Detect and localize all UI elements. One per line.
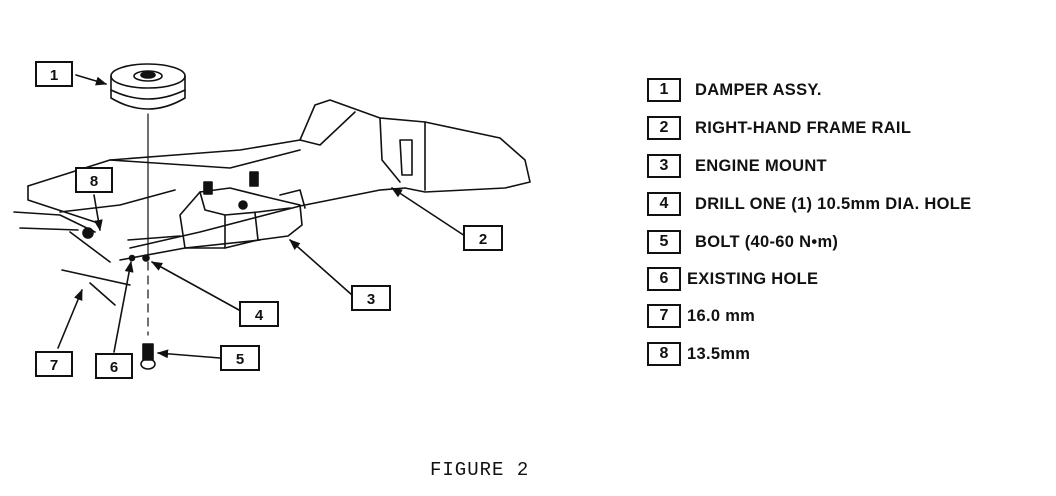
legend-number: 5 <box>647 230 681 254</box>
legend-number: 7 <box>647 304 681 328</box>
callout-5: 5 <box>236 351 244 368</box>
legend-text: 16.0 mm <box>687 306 756 325</box>
legend-text: RIGHT-HAND FRAME RAIL <box>695 118 912 137</box>
legend-item-6: 6 EXISTING HOLE <box>647 265 818 293</box>
callout-3: 3 <box>367 291 375 308</box>
callout-6: 6 <box>110 359 118 376</box>
legend-number: 2 <box>647 116 681 140</box>
legend-number: 8 <box>647 342 681 366</box>
legend-item-8: 8 13.5mm <box>647 340 750 368</box>
legend-text: 13.5mm <box>687 344 751 363</box>
legend-number: 3 <box>647 154 681 178</box>
legend-item-5: 5 BOLT (40-60 N•m) <box>647 228 838 256</box>
legend-text: BOLT (40-60 N•m) <box>695 232 839 251</box>
callout-1: 1 <box>50 67 58 84</box>
callout-8: 8 <box>90 173 98 190</box>
damper-drawing <box>110 63 186 110</box>
legend-item-1: 1 DAMPER ASSY. <box>647 76 822 104</box>
bolt-drawing <box>140 343 156 370</box>
legend-text: DRILL ONE (1) 10.5mm DIA. HOLE <box>695 194 972 213</box>
legend-text: EXISTING HOLE <box>687 269 819 288</box>
legend-item-7: 7 16.0 mm <box>647 302 755 330</box>
callout-7: 7 <box>50 357 58 374</box>
legend-item-3: 3 ENGINE MOUNT <box>647 152 827 180</box>
legend-text: ENGINE MOUNT <box>695 156 827 175</box>
legend-item-2: 2 RIGHT-HAND FRAME RAIL <box>647 114 911 142</box>
engine-mount-drawing <box>82 171 306 262</box>
legend-number: 6 <box>647 267 681 291</box>
legend-number: 1 <box>647 78 681 102</box>
figure-caption: FIGURE 2 <box>430 459 530 481</box>
legend-number: 4 <box>647 192 681 216</box>
frame-rail-drawing <box>13 99 531 249</box>
callout-2: 2 <box>479 231 487 248</box>
legend-item-4: 4 DRILL ONE (1) 10.5mm DIA. HOLE <box>647 190 971 218</box>
callout-4: 4 <box>255 307 264 324</box>
legend-text: DAMPER ASSY. <box>695 80 822 99</box>
